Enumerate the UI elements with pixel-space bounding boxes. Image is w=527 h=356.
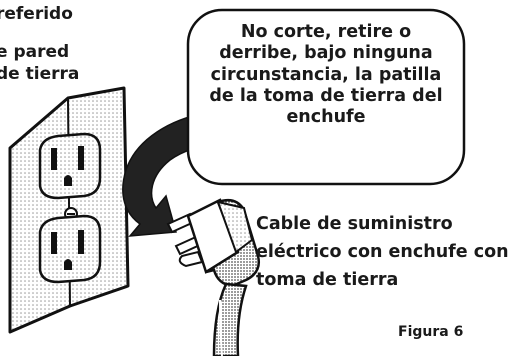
callout-line-3: circunstancia, la patilla [210, 64, 442, 85]
callout-line-4: de la toma de tierra del [209, 86, 443, 107]
left-caption-line-3: de tierra [0, 64, 80, 84]
left-caption-line-2: e pared [0, 42, 70, 62]
figure-label: Figura 6 [398, 324, 464, 340]
cable-label-line-1: Cable de suministro [256, 214, 453, 234]
cable-label-line-3: toma de tierra [256, 270, 399, 290]
callout-line-5: enchufe [286, 107, 366, 128]
cable-label-line-2: eléctrico con enchufe con [256, 242, 509, 262]
callout-box [186, 8, 466, 186]
callout-line-1: No corte, retire o [240, 22, 412, 42]
wall-outlet [8, 86, 130, 334]
callout-text: No corte, retire o derribe, bajo ninguna… [192, 22, 460, 129]
callout-line-2: derribe, bajo ninguna [219, 43, 433, 64]
left-caption-line-1: referido [0, 4, 73, 24]
plug [166, 198, 260, 356]
